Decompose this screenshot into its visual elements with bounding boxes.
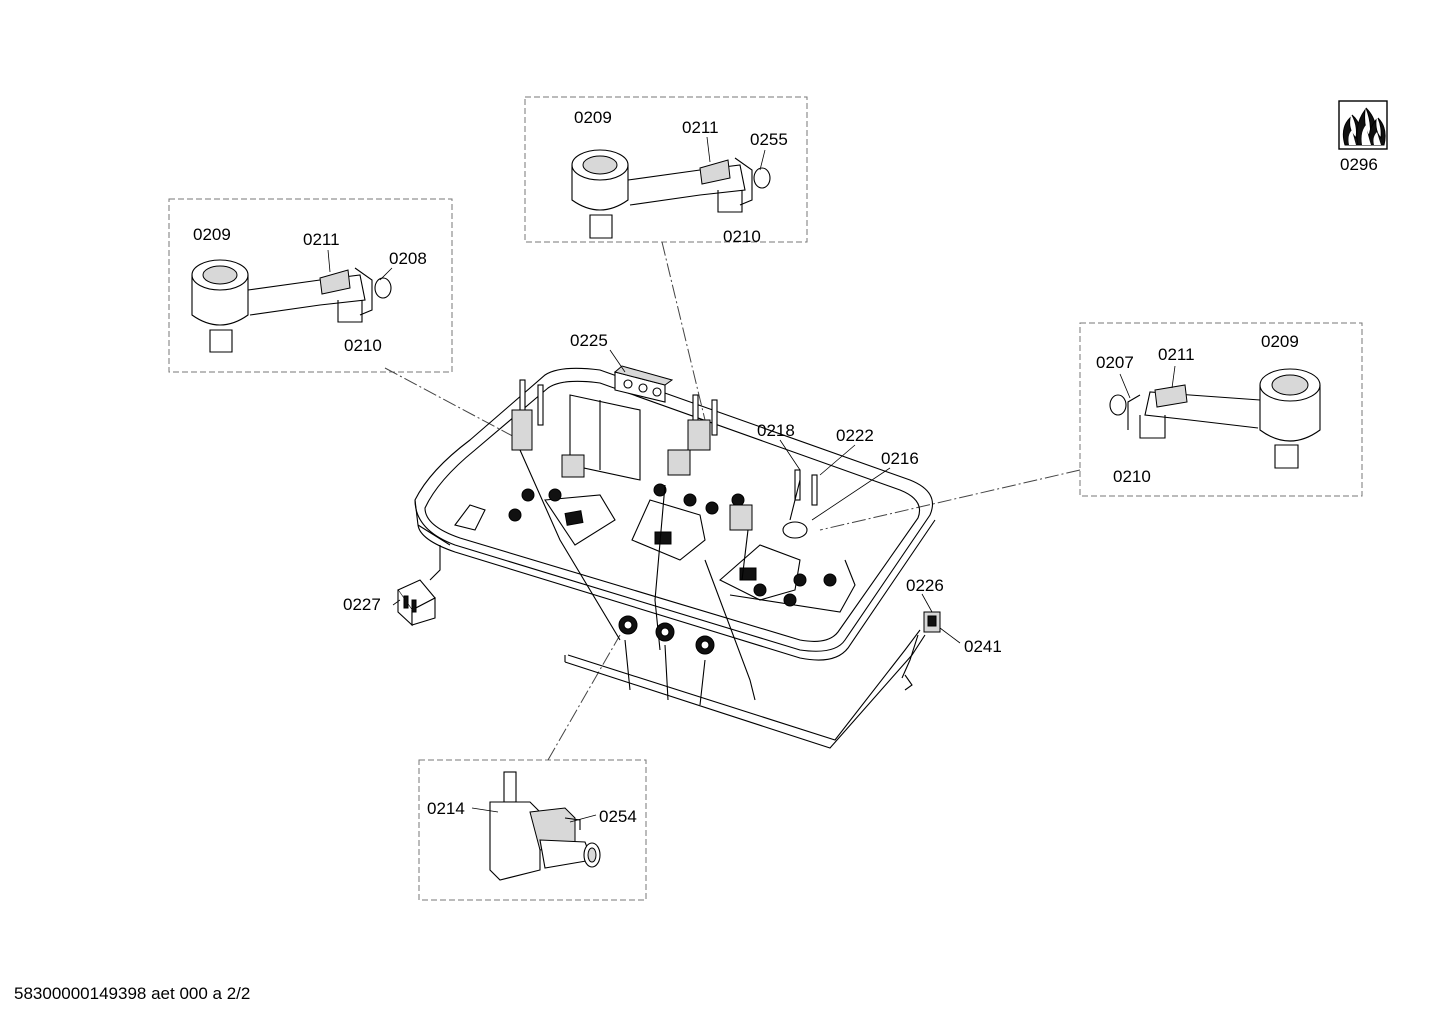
leader-top-box — [661, 241, 706, 421]
label-0208-left: 0208 — [389, 249, 427, 268]
document-code: 58300000149398 aet 000 a 2/2 — [14, 984, 250, 1003]
hob-base-tray — [414, 365, 936, 701]
label-0254: 0254 — [599, 807, 637, 826]
leader-left-box — [384, 367, 521, 441]
label-0210-left: 0210 — [344, 336, 382, 355]
label-0209-left: 0209 — [193, 225, 231, 244]
flame-symbol-icon — [1338, 100, 1388, 150]
detail-box-gas-valve — [418, 759, 647, 901]
label-0209-right: 0209 — [1261, 332, 1299, 351]
label-0210-top: 0210 — [723, 227, 761, 246]
label-0210-right: 0210 — [1113, 467, 1151, 486]
label-0216: 0216 — [881, 449, 919, 468]
label-0211-left: 0211 — [303, 230, 340, 249]
detail-box-top-burner — [524, 96, 808, 243]
label-0207-right: 0207 — [1096, 353, 1134, 372]
leader-right-box — [819, 469, 1081, 531]
label-0209-top: 0209 — [574, 108, 612, 127]
ignition-switch-block — [613, 365, 674, 403]
label-0214: 0214 — [427, 799, 465, 818]
label-0227: 0227 — [343, 595, 381, 614]
gas-valve-assembly — [471, 771, 601, 881]
ignition-electrodes — [511, 379, 818, 539]
detail-box-right-burner — [1079, 322, 1363, 497]
label-0226: 0226 — [906, 576, 944, 595]
part-0227-component — [397, 579, 436, 627]
label-0218: 0218 — [757, 421, 795, 440]
gas-manifold-rail — [564, 615, 926, 749]
part-0226-connector — [901, 611, 941, 679]
label-0211-right: 0211 — [1158, 345, 1195, 364]
label-0225: 0225 — [570, 331, 608, 350]
label-0241: 0241 — [964, 637, 1002, 656]
label-0211-top: 0211 — [682, 118, 719, 137]
label-0222: 0222 — [836, 426, 874, 445]
burner-valve-assembly-left — [191, 249, 393, 353]
label-0255-top: 0255 — [750, 130, 788, 149]
burner-valve-assembly-right — [1109, 365, 1321, 469]
burner-valve-assembly-top — [571, 136, 771, 239]
detail-box-left-burner — [168, 198, 453, 373]
callout-ticks — [392, 349, 961, 644]
leader-valve-box — [547, 634, 621, 761]
tray-seat-rings — [508, 483, 837, 607]
label-0296: 0296 — [1340, 155, 1378, 174]
